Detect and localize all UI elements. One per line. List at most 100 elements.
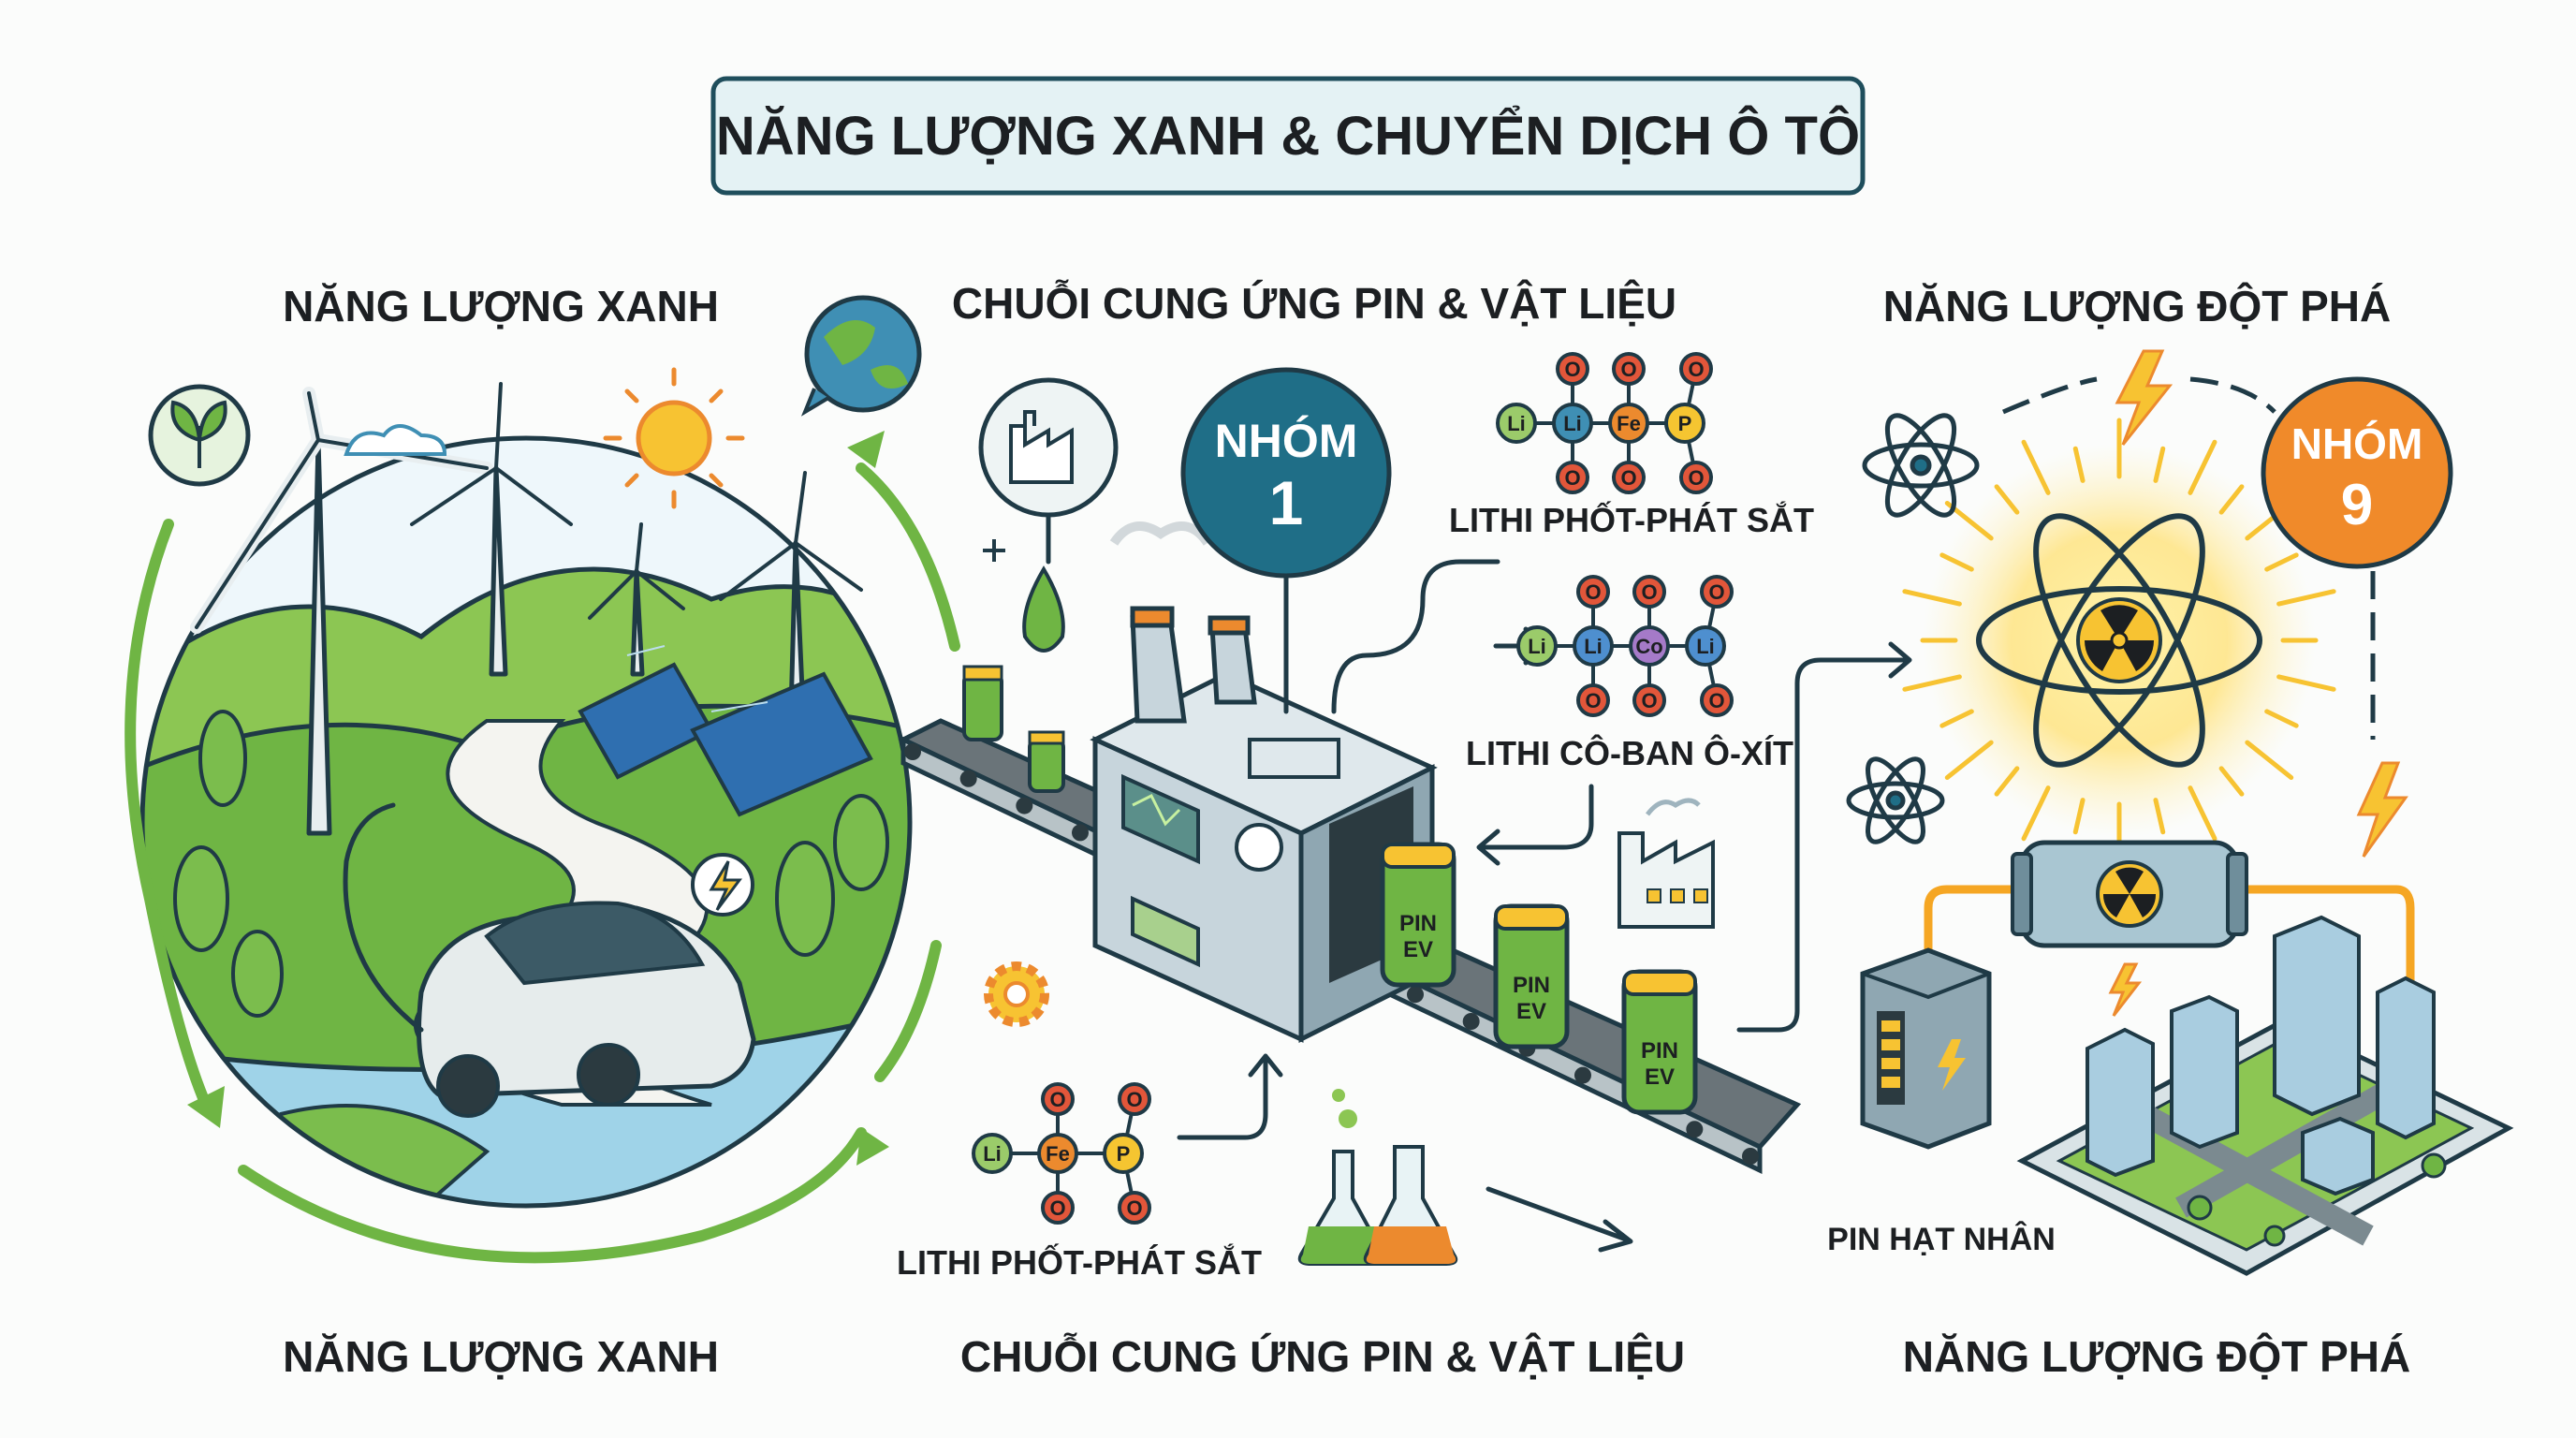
footer-supply-chain: CHUỖI CUNG ỨNG PIN & VẬT LIỆU <box>960 1332 1685 1381</box>
leaf-icon <box>148 384 251 487</box>
sun-icon <box>603 367 745 509</box>
atom-symbol: Fe <box>1046 1142 1070 1166</box>
oxygen-atom <box>1576 575 1610 609</box>
tree-icons <box>173 710 889 1018</box>
solar-panel-icon <box>578 645 873 817</box>
glow-ray <box>2188 785 2217 842</box>
atom <box>1608 403 1649 444</box>
atom <box>1573 625 1614 667</box>
conveyor-roller <box>1072 824 1089 842</box>
atom-symbol: O <box>1126 1088 1142 1111</box>
conveyor-roller <box>1407 986 1424 1004</box>
nuclear-battery-label: PIN HẠT NHÂN <box>1827 1222 2056 1257</box>
glow-ray <box>2188 439 2217 495</box>
battery-label-line2: EV <box>1645 1064 1675 1090</box>
glow-ray <box>2276 674 2336 692</box>
oxygen-atom <box>1632 575 1666 609</box>
atom-symbol: O <box>1641 689 1657 712</box>
group-9-word: NHÓM <box>2291 419 2423 468</box>
atom <box>1664 403 1705 444</box>
glow-ray <box>1939 709 1974 728</box>
earth-speech-bubble-icon <box>800 295 922 417</box>
atom-symbol: O <box>1641 580 1657 604</box>
glow-ray <box>2264 709 2299 728</box>
conveyor-roller <box>1016 797 1033 814</box>
nuclear-battery-capsule <box>1924 840 2415 992</box>
oxygen-atom <box>1679 352 1713 386</box>
glow-ray <box>2218 766 2245 797</box>
glow-ray <box>2153 446 2166 483</box>
atom-symbol: O <box>1708 689 1724 712</box>
cycle-arrows-icon <box>124 462 960 1264</box>
atom-symbol: Li <box>1507 412 1526 435</box>
fuel-drop-icon <box>1022 565 1065 653</box>
atom <box>972 1133 1013 1174</box>
atom-symbol: O <box>1708 580 1724 604</box>
header-supply-chain: CHUỖI CUNG ỨNG PIN & VẬT LIỆU <box>952 279 1676 328</box>
atom-symbol: P <box>1117 1142 1131 1166</box>
oxygen-atom <box>1576 683 1610 717</box>
molecule-label-lfp-top: LITHI PHỐT-PHÁT SẮT <box>1449 500 1814 539</box>
atom <box>1629 625 1670 667</box>
small-factory-icon <box>1617 798 1715 929</box>
oxygen-atom <box>1556 461 1589 494</box>
atom-symbol: Li <box>1696 635 1715 658</box>
atom-symbol: O <box>1620 358 1636 381</box>
factory-icon <box>978 377 1119 518</box>
footer-breakthrough: NĂNG LƯỢNG ĐỘT PHÁ <box>1903 1332 2411 1381</box>
glow-ray <box>2276 589 2336 607</box>
atom <box>1496 403 1537 444</box>
conveyor-roller <box>1574 1066 1591 1084</box>
atom-symbol: O <box>1585 689 1601 712</box>
battery-label-line1: PIN <box>1513 973 1550 998</box>
breakthrough-energy-section: NHÓM 9 <box>1827 349 2514 1276</box>
oxygen-atom <box>1700 575 1734 609</box>
conveyor-roller <box>1462 1013 1480 1030</box>
atom-symbol: Li <box>983 1142 1002 1166</box>
glow-ray <box>1902 674 1962 692</box>
glow-ray <box>2072 798 2086 835</box>
atom <box>1552 403 1593 444</box>
oxygen-atom <box>1612 352 1646 386</box>
lab-flasks-icon <box>1297 1089 1458 1266</box>
glow-ray <box>1939 552 1974 572</box>
group-9-badge: NHÓM 9 <box>2261 376 2453 569</box>
glow-ray <box>2245 740 2294 781</box>
atom-symbol: O <box>1564 358 1580 381</box>
glow-ray <box>2021 439 2051 495</box>
oxygen-atom <box>1118 1082 1151 1116</box>
atom-symbol: Li <box>1584 635 1603 658</box>
atom-symbol: O <box>1688 466 1704 490</box>
battery-label-line2: EV <box>1516 999 1546 1024</box>
plus-icon <box>983 539 1005 562</box>
group-1-word: NHÓM <box>1215 415 1358 467</box>
battery-cells-incoming <box>962 665 1065 793</box>
header-green-energy: NĂNG LƯỢNG XANH <box>283 282 719 330</box>
city-grid <box>2016 915 2514 1276</box>
glow-ray <box>2072 446 2086 483</box>
page-title: NĂNG LƯỢNG XANH & CHUYỂN DỊCH Ô TÔ <box>716 106 1860 167</box>
gear-icon <box>984 961 1049 1027</box>
atom-symbol: Fe <box>1617 412 1641 435</box>
glow-ray <box>1994 766 2020 797</box>
atom <box>1037 1133 1078 1174</box>
atom-icon-large <box>1976 513 2262 768</box>
atom-symbol: O <box>1049 1088 1065 1111</box>
atom-symbol: O <box>1564 466 1580 490</box>
glow-ray <box>2218 484 2245 515</box>
atom-symbol: O <box>1585 580 1601 604</box>
electric-car-icon <box>343 802 756 1118</box>
oxygen-atom <box>1700 683 1734 717</box>
glow-ray <box>1944 740 1994 781</box>
glow-ray <box>1902 589 1962 607</box>
atom-symbol: Li <box>1528 635 1546 658</box>
atom-icon-small <box>1846 413 1980 844</box>
atom-symbol: O <box>1049 1196 1065 1220</box>
glow-ray <box>2153 798 2166 835</box>
molecule-label-lco: LITHI CÔ-BAN Ô-XÍT <box>1466 733 1793 772</box>
